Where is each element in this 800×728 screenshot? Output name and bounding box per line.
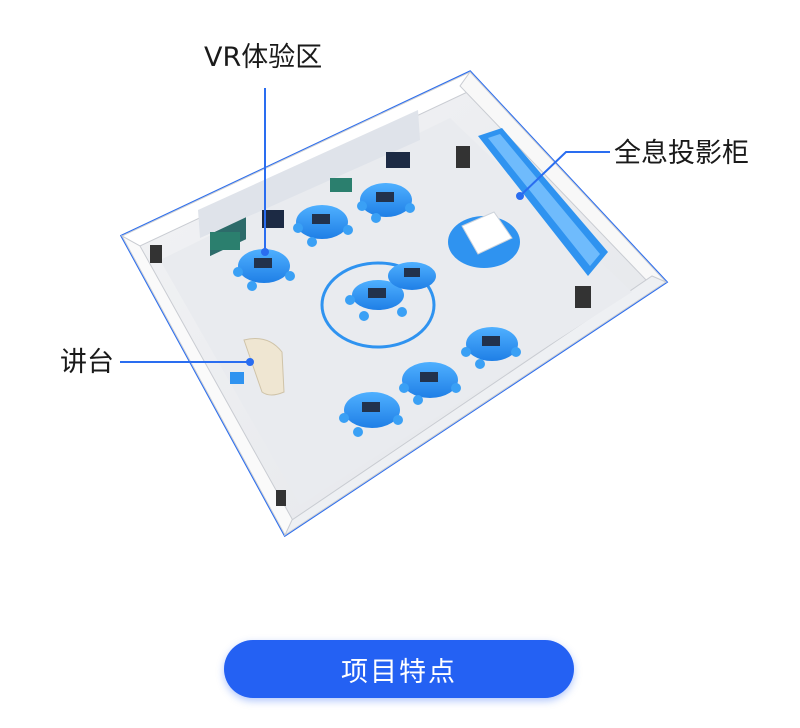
chairs: [233, 201, 521, 437]
podium: [230, 338, 285, 396]
podium-label: 讲台: [60, 347, 114, 378]
wall-screens: [198, 110, 420, 257]
holographic-cabinet: [478, 128, 608, 276]
project-features-button[interactable]: 项目特点: [224, 640, 574, 698]
holo-cabinet-label: 全息投影柜: [614, 138, 749, 169]
teacher-desk: [448, 211, 520, 268]
leader-lines: [120, 88, 610, 366]
speakers: [150, 146, 591, 506]
holo-cabinet-leader: [519, 151, 610, 197]
vr-area-label: VR体验区: [204, 42, 323, 73]
central-circle: [320, 261, 436, 349]
desk-monitors: [254, 192, 500, 412]
